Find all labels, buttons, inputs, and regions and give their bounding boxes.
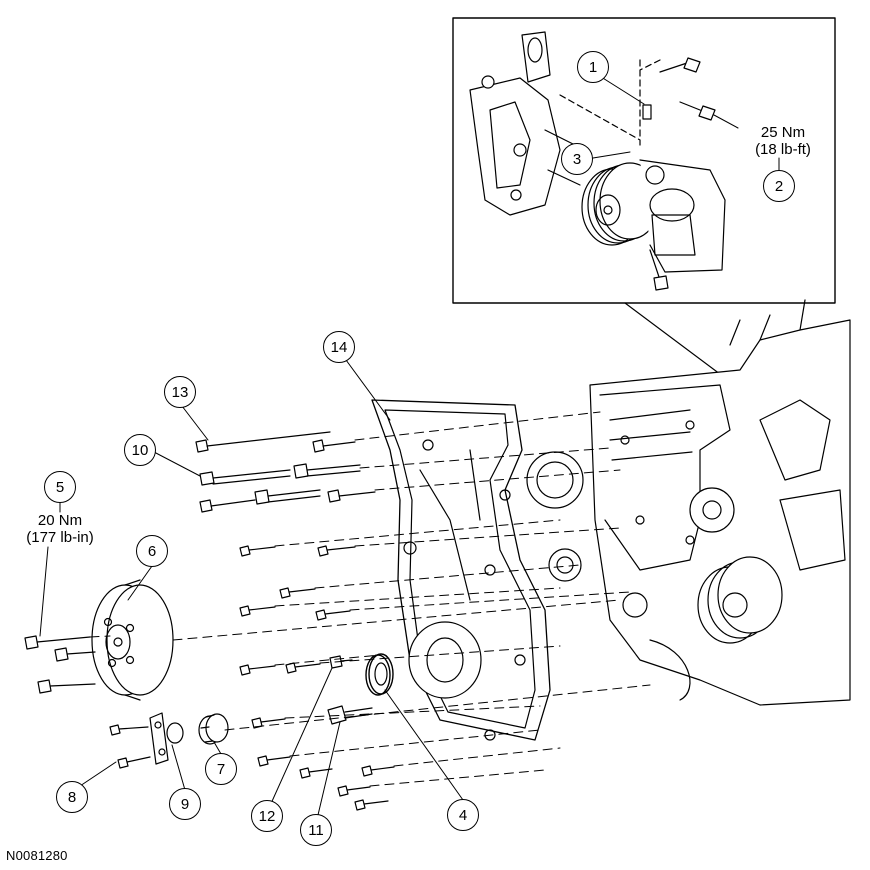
callout-11: 11 (300, 814, 332, 846)
timing-cover (371, 399, 551, 741)
callout-4: 4 (447, 799, 479, 831)
engine-assembly (526, 299, 851, 706)
callout-8: 8 (56, 781, 88, 813)
figure-id-label: N0081280 (6, 848, 68, 863)
alignment-lines (89, 411, 651, 787)
leader-lines (39, 74, 780, 816)
torque-metric: 20 Nm (37, 512, 83, 529)
crankshaft-seal (365, 653, 394, 696)
sprocket (198, 713, 229, 745)
torque-imperial: (18 lb-ft) (755, 141, 811, 158)
callout-14: 14 (323, 331, 355, 363)
callout-6: 6 (136, 535, 168, 567)
callout-13: 13 (164, 376, 196, 408)
torque-imperial: (177 lb-in) (26, 529, 94, 546)
callout-3: 3 (561, 143, 593, 175)
callout-12: 12 (251, 800, 283, 832)
callout-2: 2 (763, 170, 795, 202)
callout-10: 10 (124, 434, 156, 466)
pump-bracket (469, 31, 586, 216)
torque-metric: 25 Nm (760, 124, 806, 141)
callout-7: 7 (205, 753, 237, 785)
sensor-bracket (149, 712, 184, 765)
callout-9: 9 (169, 788, 201, 820)
crankshaft-pulley (91, 579, 174, 701)
pump-reservoir (639, 159, 726, 273)
callout-1: 1 (577, 51, 609, 83)
torque-spec-pump-bolt: 25 Nm (18 lb-ft) (738, 124, 828, 158)
torque-spec-pulley-bolt: 20 Nm (177 lb-in) (14, 512, 106, 546)
fastener-bolts (24, 431, 395, 811)
callout-5: 5 (44, 471, 76, 503)
pump-bolts (559, 57, 716, 291)
